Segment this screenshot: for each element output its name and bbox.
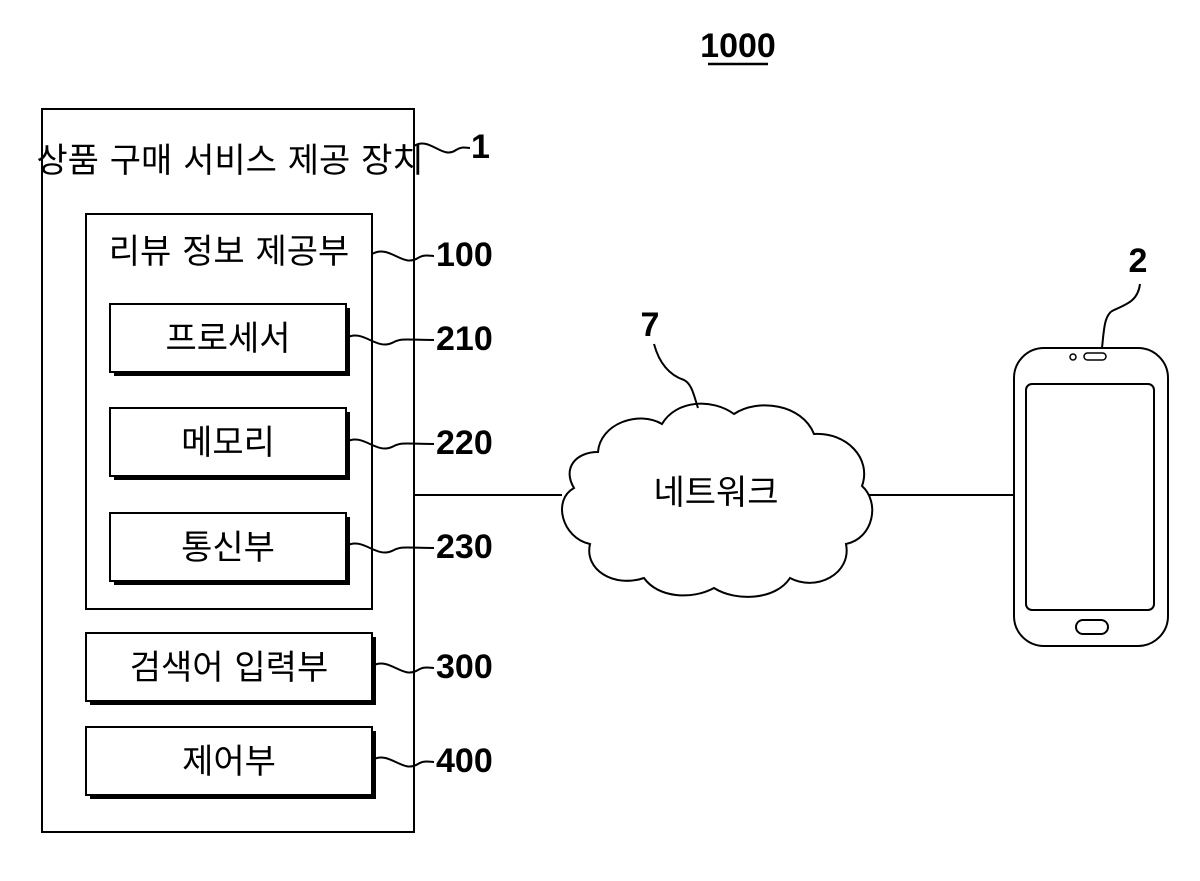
processor-ref: 210 (436, 320, 493, 358)
terminal-ref-leader (1102, 284, 1140, 348)
network-label: 네트워크 (653, 473, 778, 513)
control-unit-ref: 400 (436, 742, 493, 780)
review-unit-title: 리뷰 정보 제공부 (109, 232, 350, 272)
figure-number: 1000 (700, 27, 776, 65)
front-camera-icon (1070, 354, 1076, 360)
search-unit-ref: 300 (436, 648, 493, 686)
comm-unit-label: 통신부 (181, 528, 275, 568)
speaker-icon (1084, 353, 1106, 360)
device-title: 상품 구매 서비스 제공 장치 (36, 141, 423, 181)
processor-label: 프로세서 (165, 319, 290, 359)
terminal-screen (1026, 384, 1154, 610)
control-unit-label: 제어부 (182, 742, 276, 782)
search-unit-label: 검색어 입력부 (130, 648, 329, 688)
network-ref: 7 (641, 306, 660, 344)
terminal-ref: 2 (1129, 242, 1148, 280)
device-ref: 1 (471, 128, 490, 166)
memory-ref: 220 (436, 424, 493, 462)
memory-label: 메모리 (181, 423, 275, 463)
home-button-icon (1076, 620, 1108, 634)
network-ref-leader (654, 344, 698, 408)
review-unit-ref: 100 (436, 236, 493, 274)
comm-unit-ref: 230 (436, 528, 493, 566)
